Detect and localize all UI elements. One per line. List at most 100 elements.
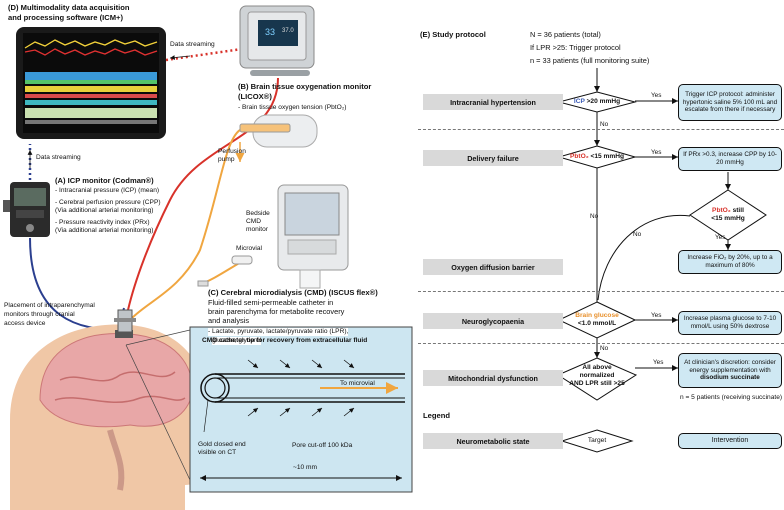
icm-tablet	[16, 27, 166, 139]
diamond-pbto2-still	[689, 189, 767, 241]
licox-value-1: 33	[265, 27, 276, 37]
yes-label-4: Yes	[651, 312, 662, 319]
gold-end-label-1: Gold closed end	[198, 441, 246, 448]
licox-value-2: 37.0	[282, 28, 294, 34]
category-intracranial-hypertension: Intracranial hypertension	[423, 94, 563, 110]
pore-cutoff-label: Pore cut-off 100 kDa	[292, 442, 353, 449]
pbto2-label: PbtO₂	[569, 153, 589, 160]
category-oxygen-diffusion-barrier: Oxygen diffusion barrier	[423, 259, 563, 275]
cmd-cable	[131, 129, 241, 319]
perfusion-pump	[239, 114, 318, 148]
diamond-glucose-text: Brain glucose<1.0 mmol/L	[575, 312, 619, 328]
pbto2-still-threshold: <15 mmHg	[711, 215, 745, 222]
to-microvial-label: To microvial	[340, 380, 375, 387]
panel-a-item-2b: (Via additional arterial monitoring)	[55, 207, 154, 214]
panel-a-item-3b: (Via additional arterial monitoring)	[55, 227, 154, 234]
panel-c-desc-1: Fluid-filled semi-permeable catheter in	[208, 298, 334, 307]
panel-c-item-1: - Lactate, pyruvate, lactate/pyruvate ra…	[208, 328, 349, 336]
diamond-glucose	[557, 301, 637, 339]
gold-end-label-2: visible on CT	[198, 449, 237, 456]
all-above-line2: normalized	[579, 372, 615, 379]
legend-title: Legend	[423, 411, 451, 420]
panel-a-item-1: - Intracranial pressure (ICP) (mean)	[55, 187, 160, 194]
cmd-monitor	[277, 184, 349, 289]
placement-label-2: monitors through cranial	[4, 311, 75, 318]
yes-label-5: Yes	[653, 359, 664, 366]
category-neuroglycopaenia: Neuroglycopaenia	[423, 313, 563, 329]
cranial-access-device	[114, 309, 136, 333]
cmd-monitor-label-2: CMD	[246, 218, 262, 225]
legend-intervention: Intervention	[678, 433, 782, 449]
diamond-pbto2-text: PbtO₂ <15 mmHg	[570, 153, 624, 161]
legend-state: Neurometabolic state	[423, 433, 563, 449]
no-label-4: No	[600, 345, 609, 352]
licox-monitor	[239, 5, 315, 76]
n-succinate: n = 5 patients (receiving succinate)	[680, 394, 783, 401]
yes-label-1: Yes	[651, 92, 662, 99]
panel-d-title-1: (D) Multimodality data acquisition	[8, 3, 130, 12]
no-label-2: No	[590, 213, 599, 220]
streaming-label-down: Data streaming	[36, 154, 81, 161]
diamond-pbto2	[557, 145, 637, 169]
intervention-cpp: If PRx >0.3, increase CPP by 10-20 mmHg	[678, 147, 782, 171]
streaming-label-right: Data streaming	[170, 41, 215, 48]
placement-label-1: Placement of intraparenchymal	[4, 302, 95, 309]
no-label-3: No	[633, 231, 642, 238]
category-delivery-failure: Delivery failure	[423, 150, 563, 166]
panel-c-item-2: glucose, glycerol	[212, 337, 262, 345]
decision-diamonds	[556, 91, 767, 453]
diamond-all-normalized	[556, 357, 638, 401]
panel-b-title-1: (B) Brain tissue oxygenation monitor	[238, 82, 372, 91]
panel-c-title: (C) Cerebral microdialysis (CMD) (ISCUS …	[208, 288, 378, 297]
pump-label-2: pump	[218, 156, 235, 163]
legend-target-diamond	[560, 429, 634, 453]
icp-threshold: >20 mmHg	[584, 98, 621, 105]
no-label-1: No	[600, 121, 609, 128]
all-above-line1: All above	[582, 364, 612, 371]
panel-c-desc-2: brain parenchyma for metabolite recovery	[208, 307, 345, 316]
cmd-monitor-label-3: monitor	[246, 226, 268, 233]
yes-label-2: Yes	[651, 149, 662, 156]
pump-label-1: Perfusion	[218, 148, 246, 155]
icp-label: ICP	[573, 98, 585, 105]
yes-label-3: Yes	[715, 234, 726, 241]
catheter-tip-title: CMD catheter tip for recovery from extra…	[202, 337, 368, 344]
category-mitochondrial-dysfunction: Mitochondrial dysfunction	[423, 370, 563, 386]
pbto2-still-label: PbtO₂	[712, 207, 731, 214]
microvial-label: Microvial	[236, 245, 263, 252]
catheter-tip-panel	[189, 326, 413, 493]
succinate-text: At clinician's discretion: consider ener…	[684, 359, 776, 374]
length-label: ~10 mm	[293, 464, 318, 471]
panel-b-item: - Brain tissue oxygen tension (PbtO₂)	[238, 104, 347, 111]
diamond-icp	[557, 91, 637, 113]
intervention-fio2: Increase FiO₂ by 20%, up to a maximum of…	[678, 250, 782, 274]
divider-1	[418, 129, 784, 130]
n-total: N = 36 patients (total)	[530, 30, 601, 39]
intervention-succinate: At clinician's discretion: consider ener…	[678, 353, 782, 388]
pbto2-still-word: still	[730, 207, 744, 214]
intervention-icp: Trigger ICP protocol: administer hyperto…	[678, 84, 782, 121]
panel-c-desc-3: and analysis	[208, 316, 250, 325]
trigger-rule: If LPR >25: Trigger protocol	[530, 43, 621, 52]
pbto2-threshold: <15 mmHg	[588, 153, 625, 160]
panel-a-item-2a: - Cerebral perfusion pressure (CPP)	[55, 199, 161, 206]
glucose-label: Brain glucose	[575, 312, 619, 319]
icp-monitor	[3, 182, 50, 237]
n-full: n = 33 patients (full monitoring suite)	[530, 56, 650, 65]
panel-a-title: (A) ICP monitor (Codman®)	[55, 176, 154, 185]
head-illustration	[10, 324, 222, 510]
succinate-drug: disodium succinate	[700, 374, 760, 382]
intervention-glucose: Increase plasma glucose to 7-10 mmol/L u…	[678, 311, 782, 335]
protocol-title: (E) Study protocol	[420, 30, 486, 39]
panel-d-title-2: and processing software (ICM+)	[8, 13, 123, 22]
diamond-icp-text: ICP >20 mmHg	[574, 98, 620, 106]
divider-3	[418, 343, 784, 344]
legend-target: Target	[587, 437, 607, 444]
all-above-line3: AND LPR still >25	[569, 380, 625, 387]
placement-label-3: access device	[4, 320, 46, 327]
panel-a-item-3a: - Pressure reactivity index (PRx)	[55, 219, 150, 226]
glucose-threshold: <1.0 mmol/L	[577, 320, 617, 327]
